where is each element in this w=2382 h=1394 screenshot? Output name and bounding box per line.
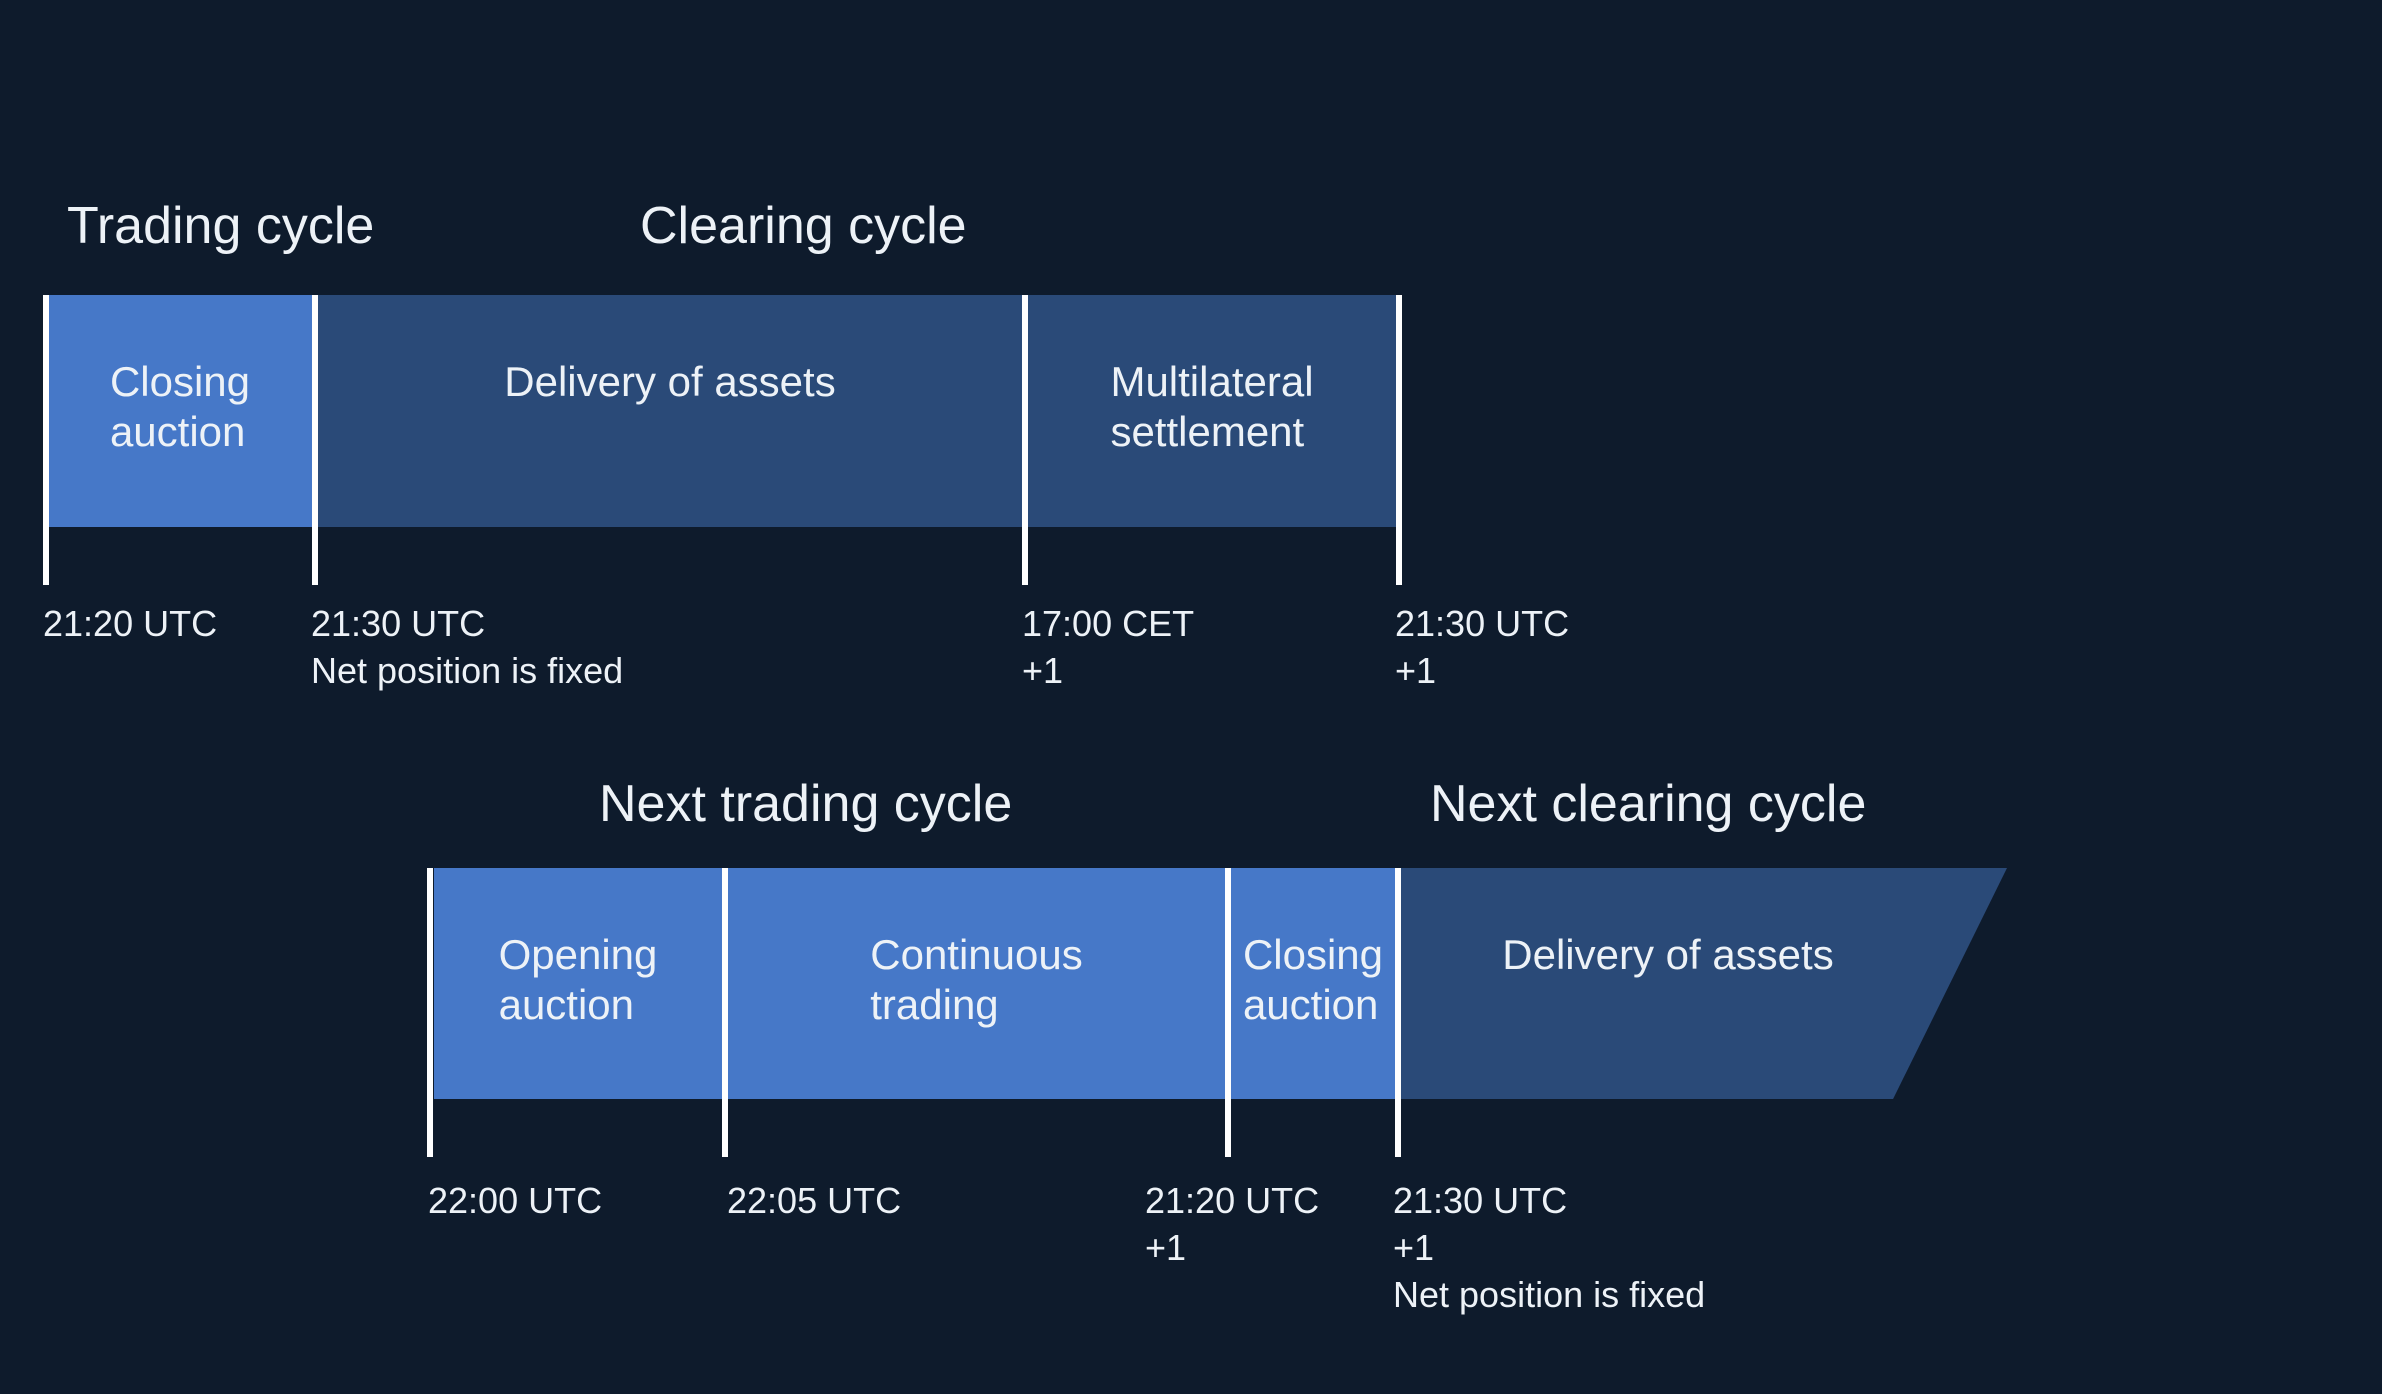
time-line: 17:00 CET xyxy=(1022,603,1195,644)
segment-opening-auction: Opening auction xyxy=(434,868,722,1099)
segment-closing-auction-next: Closing auction xyxy=(1231,868,1395,1099)
segment-multilateral-settlement: Multilateral settlement xyxy=(1028,295,1396,527)
time-line: 21:30 UTC xyxy=(1395,603,1570,644)
segment-label: Continuous trading xyxy=(870,868,1082,1030)
segment-label-line: Multilateral xyxy=(1110,358,1314,405)
timeline-tick xyxy=(43,295,49,585)
segment-label: Closing auction xyxy=(1243,868,1383,1030)
timeline-tick xyxy=(1396,295,1402,585)
segment-delivery-of-assets: Delivery of assets xyxy=(318,295,1022,527)
segment-label-line: Closing xyxy=(109,358,251,405)
segment-label-line: auction xyxy=(109,408,246,455)
segment-label-line: settlement xyxy=(1110,408,1305,455)
segment-label-line: Closing xyxy=(1242,931,1384,978)
tick-time-label: 22:00 UTC xyxy=(428,1177,602,1224)
time-line: 22:00 UTC xyxy=(428,1180,603,1221)
time-note: +1 xyxy=(1145,1227,1187,1268)
tick-time-label: 21:30 UTC Net position is fixed xyxy=(311,600,623,694)
next-trading-cycle-title: Next trading cycle xyxy=(599,775,1013,833)
time-note: +1 xyxy=(1393,1227,1435,1268)
segment-label-line: Opening xyxy=(498,931,658,978)
time-line: 21:30 UTC xyxy=(1393,1180,1568,1221)
tick-time-label: 22:05 UTC xyxy=(727,1177,901,1224)
segment-label-line: auction xyxy=(498,981,635,1028)
time-note: +1 xyxy=(1395,650,1437,691)
segment-continuous-trading: Continuous trading xyxy=(728,868,1225,1099)
timeline-tick xyxy=(1395,868,1401,1157)
segment-label-line: Delivery of assets xyxy=(504,358,836,405)
segment-label: Opening auction xyxy=(499,868,658,1030)
time-note: +1 xyxy=(1022,650,1064,691)
time-note: Net position is fixed xyxy=(311,650,624,691)
trading-cycle-title: Trading cycle xyxy=(67,197,375,255)
segment-label: Multilateral settlement xyxy=(1110,295,1313,457)
timeline-tick xyxy=(1225,868,1231,1157)
timeline-tick xyxy=(427,868,433,1157)
tick-time-label: 21:20 UTC +1 xyxy=(1145,1177,1319,1271)
time-line: 21:20 UTC xyxy=(1145,1180,1320,1221)
segment-delivery-of-assets-arrow: Delivery of assets xyxy=(1401,868,2007,1099)
segment-closing-auction: Closing auction xyxy=(48,295,312,527)
segment-label: Delivery of assets xyxy=(504,295,835,407)
tick-time-label: 21:20 UTC xyxy=(43,600,217,647)
tick-time-label: 21:30 UTC +1 xyxy=(1395,600,1569,694)
next-clearing-cycle-title: Next clearing cycle xyxy=(1430,775,1867,833)
segment-label: Closing auction xyxy=(110,295,250,457)
tick-time-label: 17:00 CET +1 xyxy=(1022,600,1194,694)
tick-time-label: 21:30 UTC +1 Net position is fixed xyxy=(1393,1177,1705,1318)
timeline-tick xyxy=(722,868,728,1157)
segment-label-line: auction xyxy=(1242,981,1379,1028)
time-line: 21:20 UTC xyxy=(43,603,218,644)
segment-label-line: trading xyxy=(870,981,999,1028)
time-line: 22:05 UTC xyxy=(727,1180,902,1221)
time-note: Net position is fixed xyxy=(1393,1274,1706,1315)
segment-label: Delivery of assets xyxy=(1502,868,1905,980)
segment-label-line: Delivery of assets xyxy=(1502,931,1834,978)
timeline-tick xyxy=(1022,295,1028,585)
time-line: 21:30 UTC xyxy=(311,603,486,644)
clearing-cycle-title: Clearing cycle xyxy=(640,197,967,255)
segment-label-line: Continuous xyxy=(870,931,1083,978)
timeline-tick xyxy=(312,295,318,585)
